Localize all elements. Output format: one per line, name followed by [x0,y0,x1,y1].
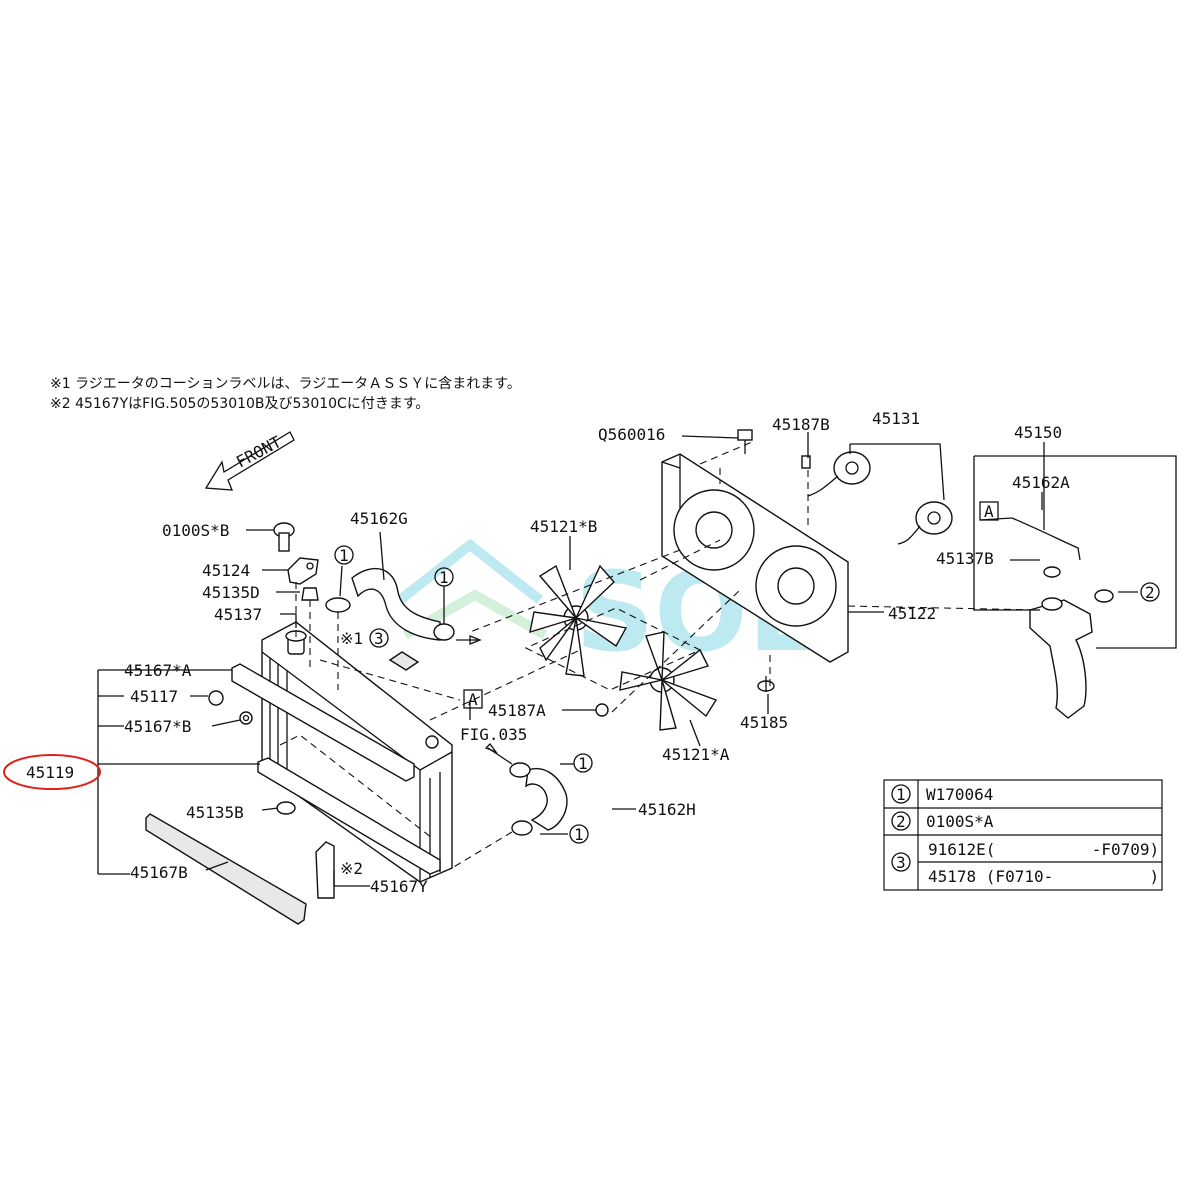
leader-lines [97,432,1177,887]
lower-seal [145,813,307,925]
legend-value-2: 0100S*A [926,812,994,831]
fastener-45167b [239,711,253,725]
label-45137: 45137 [214,605,262,624]
label-45162h: 45162H [638,800,696,819]
highlight-45119 [3,754,101,790]
upper-bracket-parts [273,522,319,668]
label-45121a: 45121*A [662,745,730,764]
box-a-right-text: A [984,502,994,521]
upper-hose [325,567,482,690]
label-45187a: 45187A [488,701,546,720]
ref-2-mark: ※2 [340,859,363,878]
label-q560016: Q560016 [598,425,665,444]
label-45131: 45131 [872,409,920,428]
fan-motors [807,451,953,545]
circle-1-a: 1 [339,546,349,565]
legend-value-3b: 45178 (F0710- ) [928,867,1159,886]
legend-value-1: W170064 [926,785,993,804]
bracket-45167y [315,841,335,899]
radiator [231,621,453,883]
front-arrow-icon: FRONT [204,431,295,491]
label-fig035: FIG.035 [460,725,527,744]
label-45162g: 45162G [350,509,408,528]
fan-45121b [529,564,628,677]
legend-key-3: 3 [896,853,906,872]
fan-shroud [661,453,849,663]
ref-1-mark: ※1 [340,629,363,648]
fastener-45135b [276,801,296,815]
box-a-left-text: A [468,690,478,709]
legend-table: 1 W170064 2 0100S*A 3 91612E( -F0709) 45… [883,779,1163,891]
circle-2: 2 [1145,583,1155,602]
label-45121b: 45121*B [530,517,597,536]
lower-hose [451,743,568,869]
label-45167b: 45167B [130,863,188,882]
circle-1-b: 1 [439,568,449,587]
circle-3: 3 [374,629,384,648]
box-a-left [463,689,483,709]
reservoir-tank [1011,517,1114,719]
label-45162a: 45162A [1012,473,1070,492]
circle-1-c: 1 [578,754,588,773]
label-45137b: 45137B [936,549,994,568]
circled-refs: 1 1 3 1 1 2 [334,545,1160,844]
label-45187b: 45187B [772,415,830,434]
front-label: FRONT [233,432,285,472]
label-0100sb: 0100S*B [162,521,229,540]
caution-label [388,651,420,671]
box-a-right [979,501,999,521]
label-45122: 45122 [888,604,936,623]
note-1: ※1 ラジエータのコーションラベルは、ラジエータＡＳＳＹに含まれます。 [50,376,521,392]
label-45135b: 45135B [186,803,244,822]
legend-key-2: 2 [896,812,906,831]
legend-value-3a: 91612E( -F0709) [928,840,1159,859]
label-45124: 45124 [202,561,250,580]
label-45185: 45185 [740,713,788,732]
label-45150: 45150 [1014,423,1062,442]
label-45119: 45119 [26,763,74,782]
label-45167a: 45167*A [124,661,192,680]
label-45167b-star: 45167*B [124,717,191,736]
label-45117: 45117 [130,687,178,706]
fastener-45117 [208,690,224,706]
circle-1-d: 1 [574,825,584,844]
note-2: ※2 45167YはFIG.505の53010B及び53010Cに付きます。 [50,396,429,412]
label-45167y: 45167Y [370,877,428,896]
legend-key-1: 1 [896,785,906,804]
label-45135d: 45135D [202,583,260,602]
